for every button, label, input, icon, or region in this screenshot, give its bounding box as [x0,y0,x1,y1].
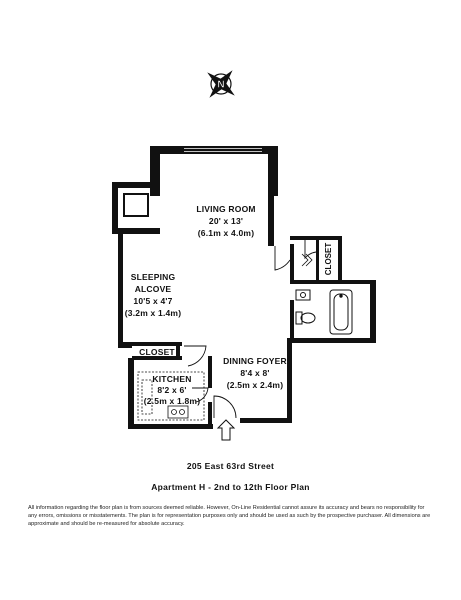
dining-foyer-dim-ft: 8'4 x 8' [240,368,269,378]
living-room-name: LIVING ROOM [196,204,255,214]
entry-arrow-icon [216,419,236,441]
living-room-window [184,148,262,152]
kitchen-label: KITCHEN 8'2 x 6' (2.5m x 1.8m) [144,374,200,406]
sleeping-alcove-dim-m: (3.2m x 1.4m) [125,308,181,318]
compass-icon: N [207,70,235,98]
compass-north-label: N [217,80,224,91]
sleeping-alcove-dim-ft: 10'5 x 4'7 [133,296,172,306]
bathtub [329,289,353,335]
toilet [295,311,316,325]
dining-foyer-dim-m: (2.5m x 2.4m) [227,380,283,390]
living-room-dim-ft: 20' x 13' [209,216,243,226]
floor-plan-subtitle: Apartment H - 2nd to 12th Floor Plan [151,482,310,492]
dining-foyer-label: DINING FOYER 8'4 x 8' (2.5m x 2.4m) [223,356,287,390]
right-closet-label: CLOSET [324,243,333,276]
living-room-label: LIVING ROOM 20' x 13' (6.1m x 4.0m) [196,204,255,238]
sleeping-alcove-name-1: SLEEPING [131,272,176,282]
living-room-dim-m: (6.1m x 4.0m) [198,228,254,238]
closet-hanger-icon [301,253,313,267]
kitchen-name: KITCHEN [152,374,191,384]
sink [295,289,311,301]
kitchen-dim-ft: 8'2 x 6' [157,385,186,395]
disclaimer-text: All information regarding the floor plan… [28,505,431,528]
dining-foyer-name: DINING FOYER [223,356,287,366]
kitchen-counter [137,371,205,421]
exterior-walls [112,146,376,429]
interior-walls [132,236,376,428]
doors [184,240,317,419]
address-title: 205 East 63rd Street [186,461,275,471]
sleeping-alcove-name-2: ALCOVE [135,284,172,294]
sleeping-alcove-label: SLEEPING ALCOVE 10'5 x 4'7 (3.2m x 1.4m) [125,272,181,318]
left-closet-label: CLOSET [139,347,175,357]
kitchen-dim-m: (2.5m x 1.8m) [144,396,200,406]
